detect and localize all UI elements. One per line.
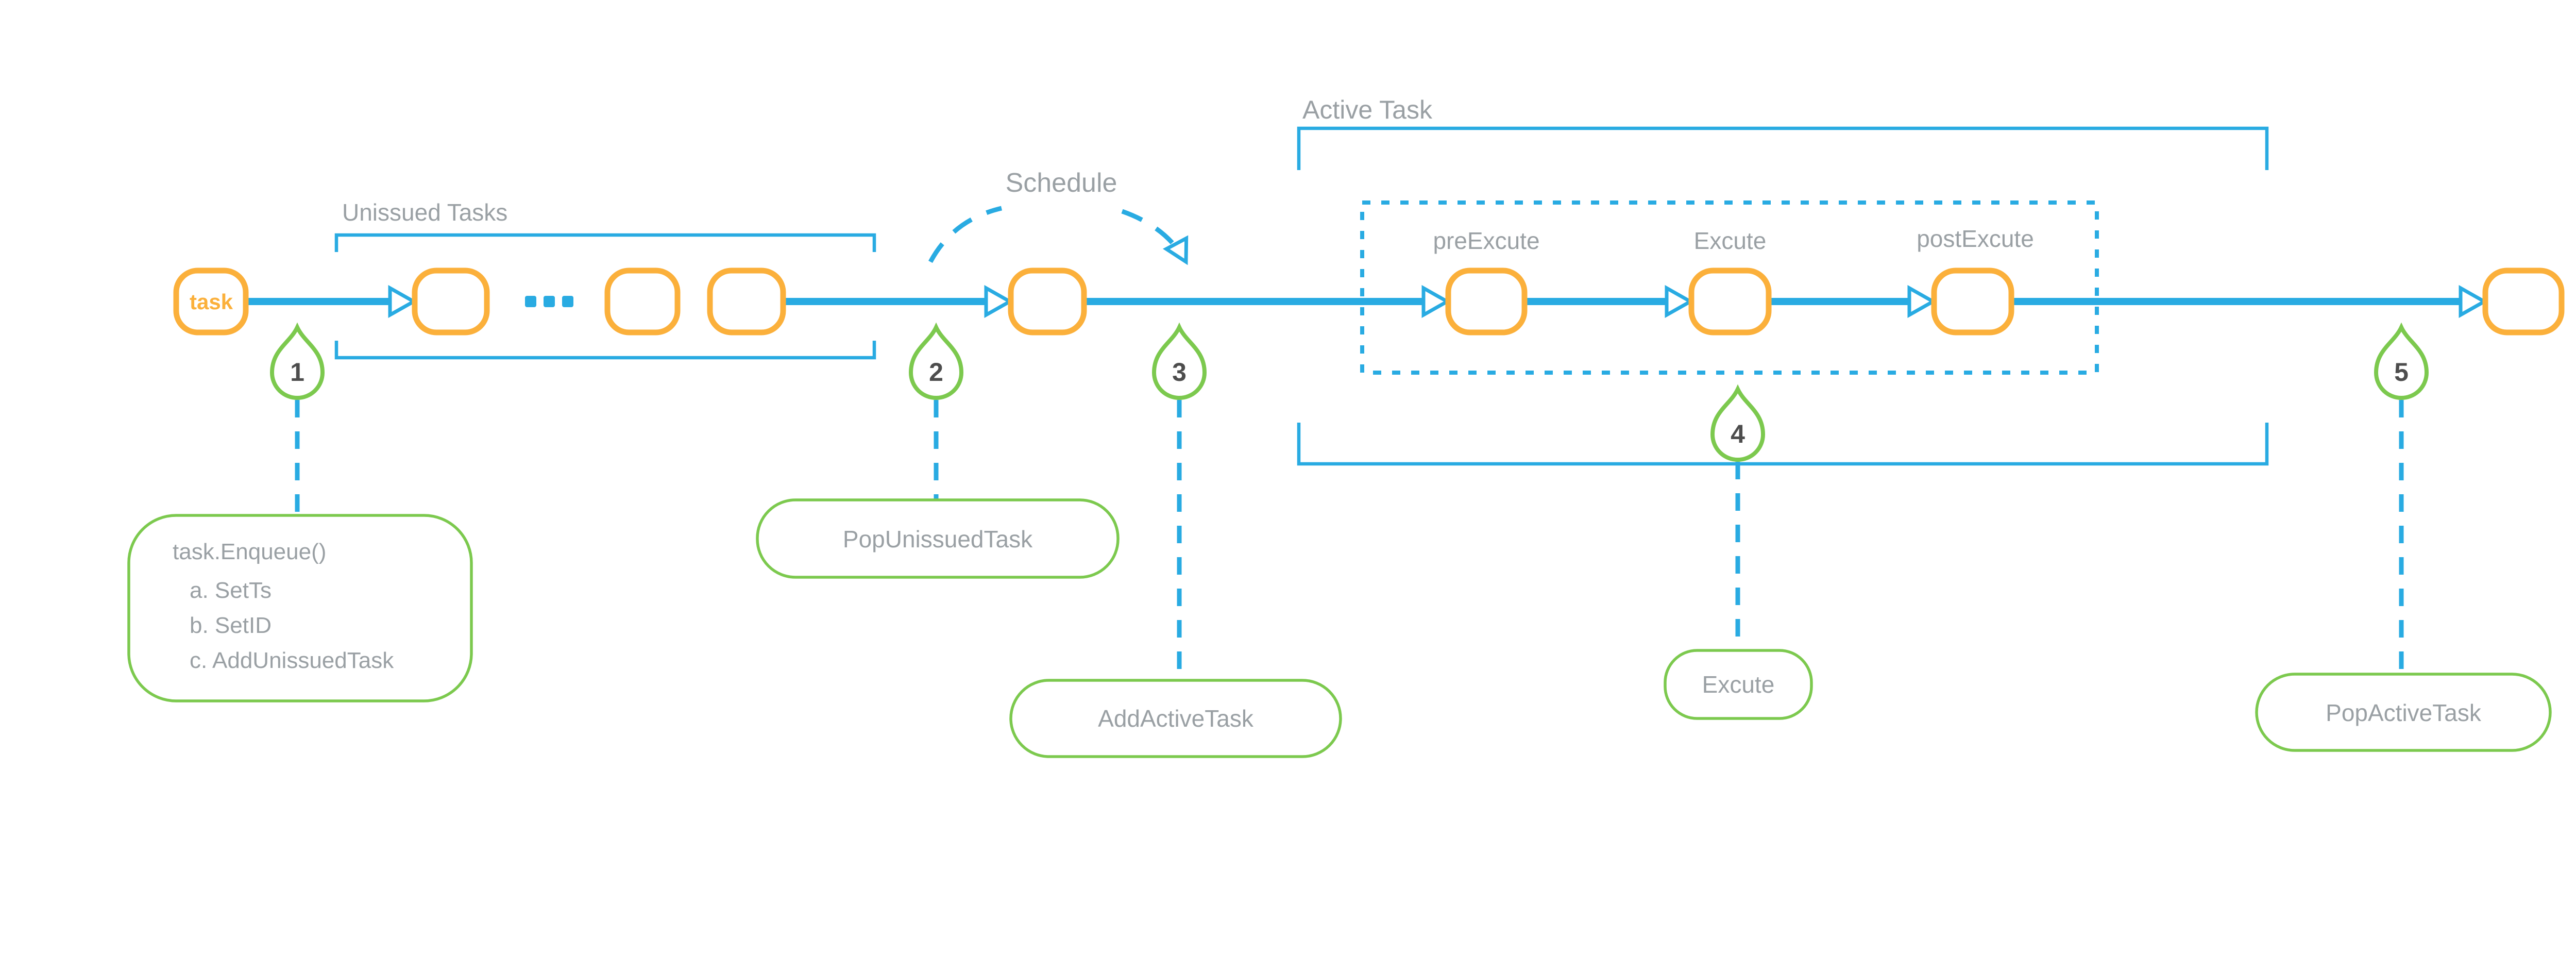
step-marker-2: 2 (908, 322, 964, 400)
schedule-arrowhead-icon (1162, 235, 1189, 265)
step-marker-4: 4 (1710, 384, 1766, 462)
task-node (173, 267, 249, 336)
marker-number: 1 (290, 358, 304, 387)
callout-box (2255, 673, 2552, 752)
callout-add-active-task: AddActiveTask (1009, 679, 1342, 758)
teardrop-pin-icon (1710, 384, 1766, 462)
unissued-tasks-title: Unissued Tasks (342, 199, 507, 226)
callouts: task.Enqueue() a. SetTs b. SetID c. AddU… (127, 498, 2552, 758)
teardrop-pin-icon (908, 322, 964, 400)
pre-excute-node (1445, 267, 1528, 336)
active-task-title: Active Task (1302, 95, 1433, 124)
unissued-queue-node-1 (412, 267, 490, 336)
excute-node (1688, 267, 1772, 336)
step-marker-1: 1 (269, 322, 325, 400)
callout-pop-unissued-task: PopUnissuedTask (756, 498, 1120, 579)
marker-number: 3 (1172, 358, 1187, 387)
unissued-bottom-bracket (334, 341, 876, 360)
active-task-section: Active Task preExcute Excute postExcute (1297, 95, 2269, 466)
callout-line: PopUnissuedTask (843, 526, 1033, 553)
step-markers: 1 2 3 4 5 (269, 322, 2429, 462)
callout-box (756, 498, 1120, 579)
final-node (2482, 267, 2565, 336)
arrowhead-icon (388, 285, 418, 318)
active-top-bracket (1297, 126, 2269, 170)
schedule-title: Schedule (1006, 168, 1117, 198)
teardrop-pin-icon (2374, 322, 2429, 400)
callout-task-enqueue: task.Enqueue() a. SetTs b. SetID c. AddU… (127, 514, 473, 702)
marker-number: 5 (2394, 358, 2409, 387)
schedule-arc-right (1121, 209, 1185, 258)
unissued-queue-node-2 (604, 267, 681, 336)
main-flow-arrows (246, 285, 2488, 318)
marker-number: 4 (1731, 420, 1745, 448)
post-excute-label: postExcute (1917, 225, 2034, 252)
callout-pop-active-task: PopActiveTask (2255, 673, 2552, 752)
unissued-top-bracket (334, 233, 876, 252)
schedule-arc-left (928, 206, 1003, 263)
callout-line: a. SetTs (190, 578, 272, 603)
teardrop-pin-icon (269, 322, 325, 400)
callout-line: c. AddUnissuedTask (190, 648, 394, 673)
arrowhead-icon (1421, 285, 1451, 318)
scheduled-node (1008, 267, 1087, 336)
step-marker-3: 3 (1151, 322, 1207, 400)
callout-line: AddActiveTask (1098, 705, 1254, 732)
callout-box (1009, 679, 1342, 758)
queue-ellipsis-icon (525, 296, 573, 307)
callout-line: task.Enqueue() (173, 539, 326, 564)
excute-label: Excute (1694, 227, 1767, 254)
unissued-tasks-section: Unissued Tasks (334, 199, 876, 360)
active-task-dotted-box (1360, 200, 2099, 375)
arrowhead-icon (2459, 285, 2488, 318)
callout-line: Excute (1702, 671, 1775, 698)
step-marker-5: 5 (2374, 322, 2429, 400)
callout-line: PopActiveTask (2326, 699, 2482, 726)
arrowhead-icon (1665, 285, 1694, 318)
unissued-queue-node-3 (707, 267, 786, 336)
callout-line: b. SetID (190, 613, 272, 638)
arrowhead-icon (1907, 285, 1937, 318)
schedule-annotation: Schedule (928, 168, 1189, 265)
arrowhead-icon (984, 285, 1014, 318)
callout-box (127, 514, 473, 702)
teardrop-pin-icon (1151, 322, 1207, 400)
callout-excute: Excute (1664, 649, 1813, 720)
task-node-label: task (190, 290, 233, 314)
marker-connectors (295, 400, 2404, 682)
callout-box (1664, 649, 1813, 720)
flow-nodes: task (173, 267, 2565, 336)
marker-number: 2 (929, 358, 943, 387)
active-bottom-bracket (1297, 423, 2269, 466)
post-excute-node (1931, 267, 2014, 336)
pre-excute-label: preExcute (1433, 227, 1539, 254)
